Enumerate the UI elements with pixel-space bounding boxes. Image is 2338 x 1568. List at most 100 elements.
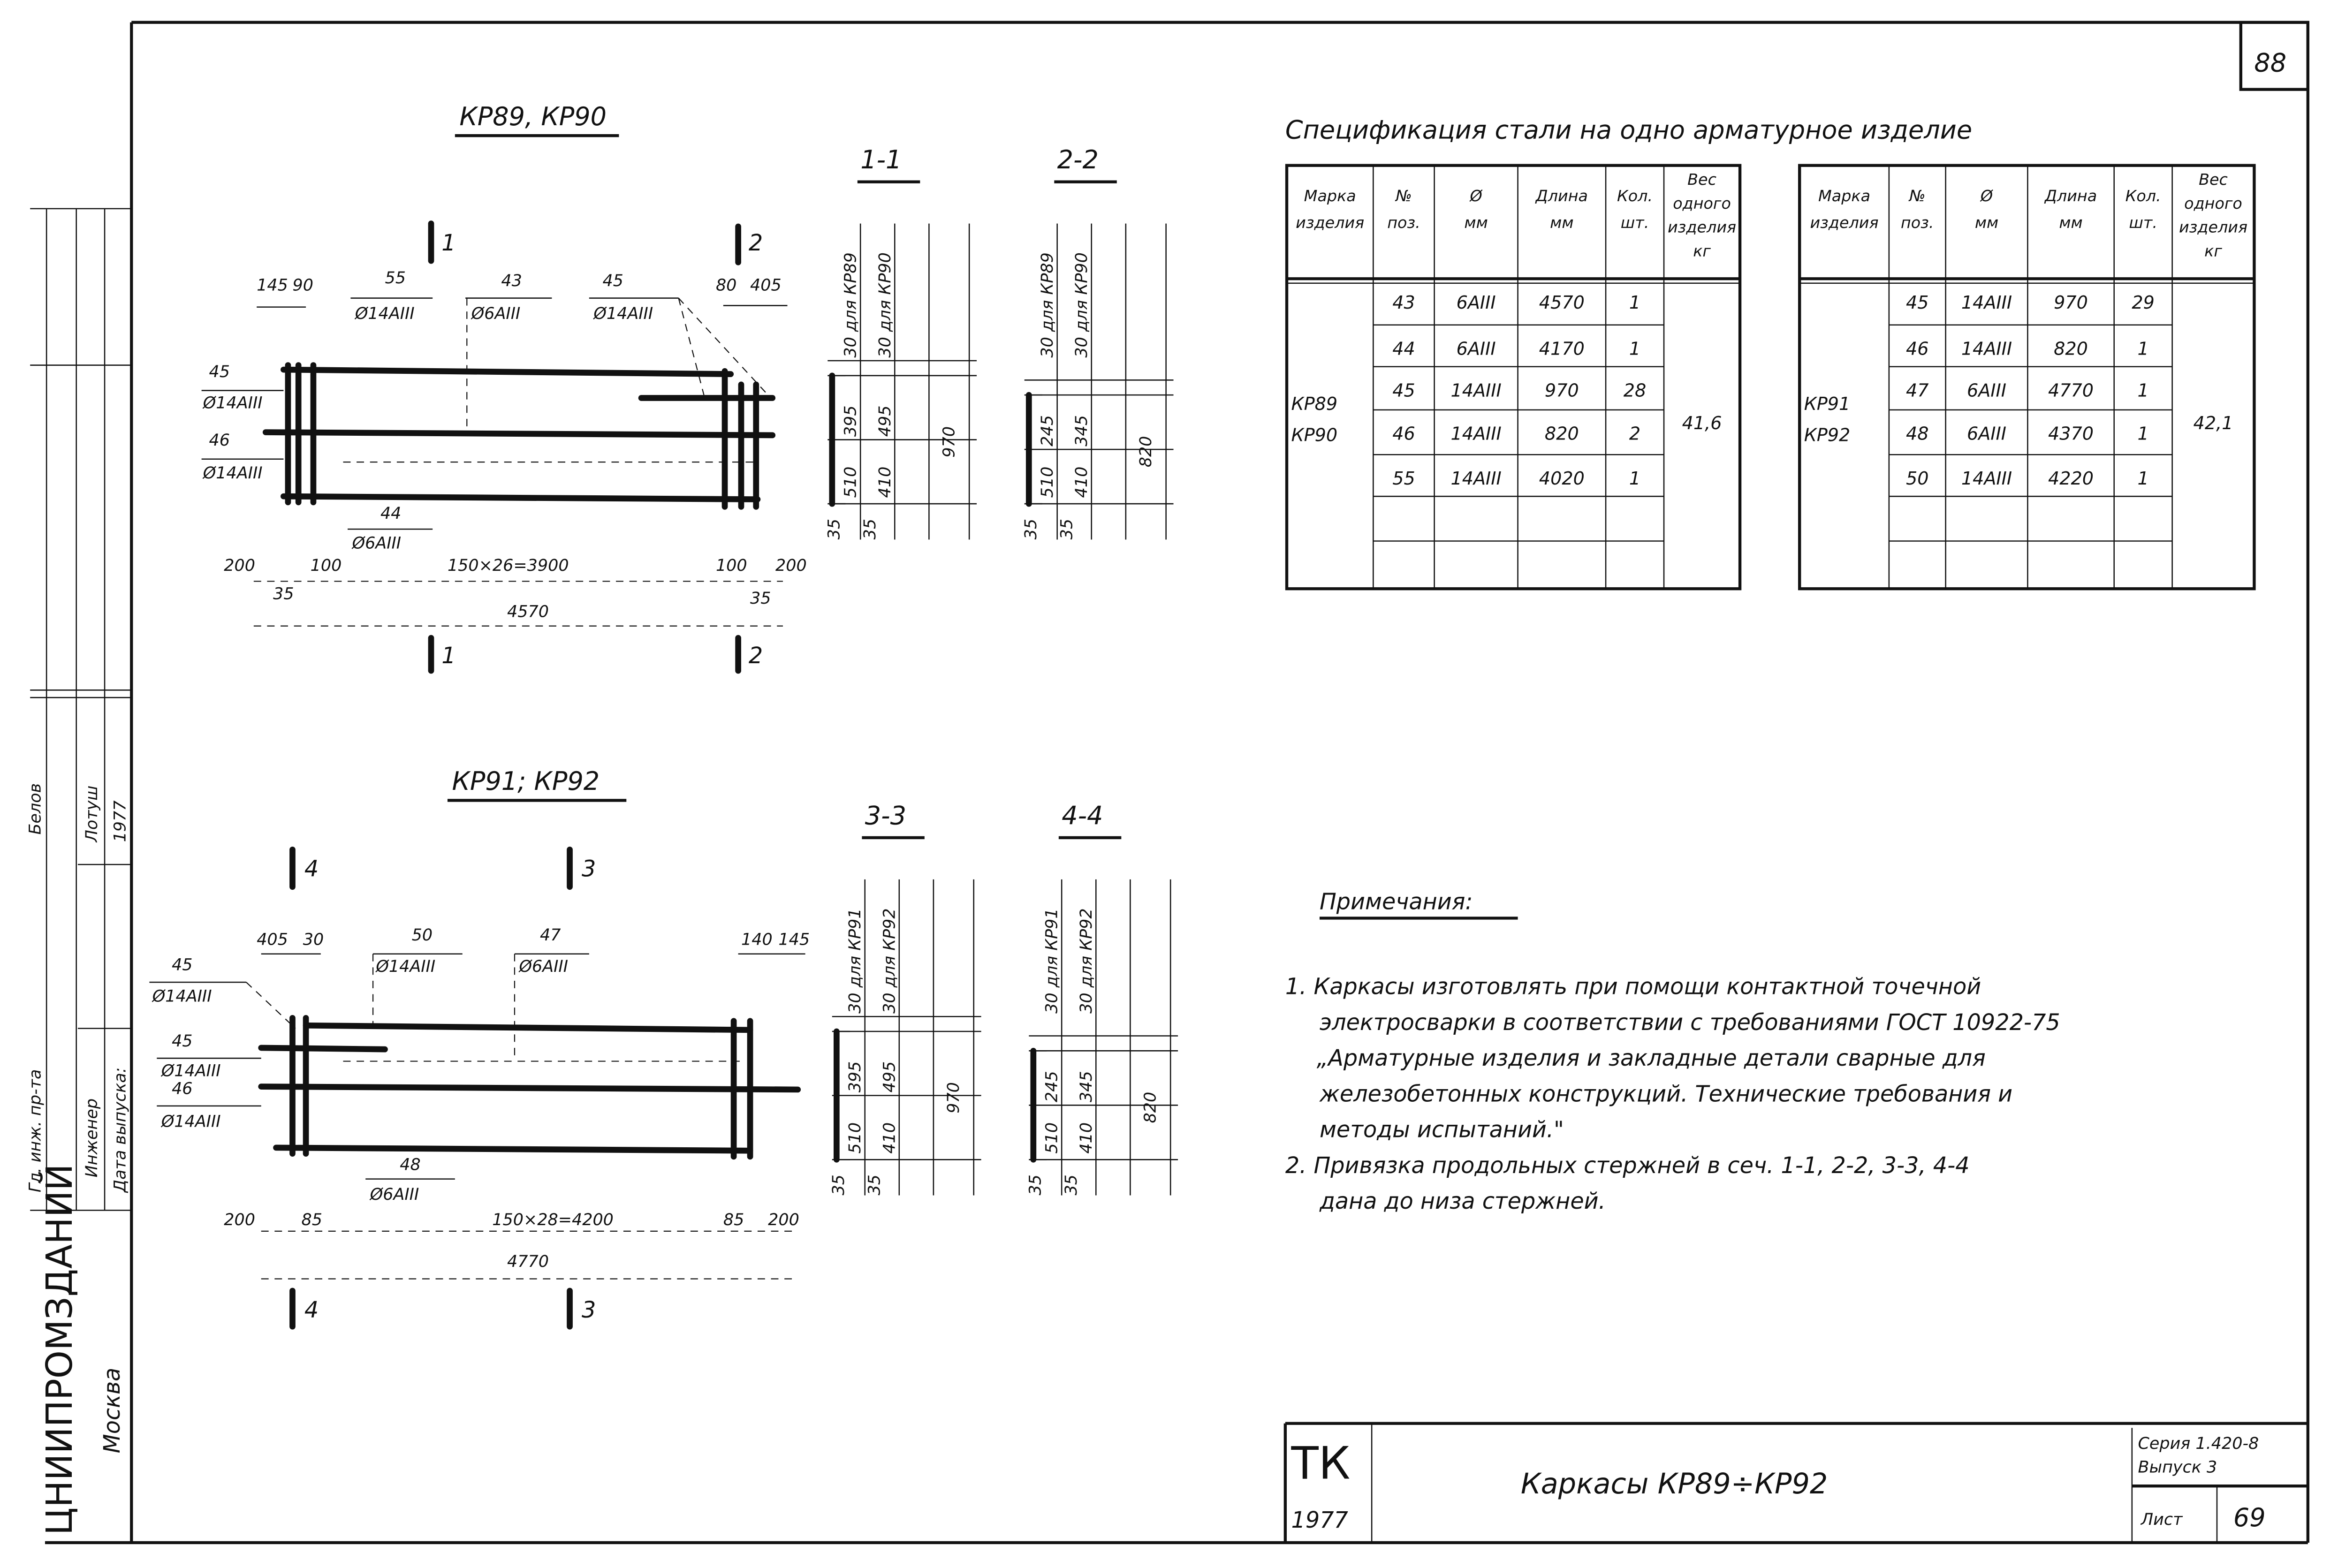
column-header: шт. bbox=[1621, 213, 1649, 232]
dimension-label: 35 bbox=[1057, 519, 1076, 539]
table-cell: 1 bbox=[1629, 292, 1640, 313]
column-header: изделия bbox=[1810, 213, 1878, 232]
dimension-label: 820 bbox=[1141, 1092, 1160, 1123]
table-cell: 45 bbox=[1392, 380, 1415, 401]
table-cell: 45 bbox=[1906, 292, 1929, 313]
table-cell: 4770 bbox=[2048, 380, 2094, 401]
dimension-label: 48 bbox=[400, 1156, 420, 1174]
table-cell: 29 bbox=[2132, 292, 2155, 313]
dimension-label: Ø6АIII bbox=[351, 534, 402, 553]
column-header: Кол. bbox=[2125, 187, 2161, 205]
column-header: Вес bbox=[2199, 170, 2228, 189]
column-header: мм bbox=[1550, 213, 1573, 232]
table-cell: 43 bbox=[1392, 292, 1415, 313]
note-line: электросварки в соответствии с требовани… bbox=[1320, 1010, 2060, 1036]
sheet-label: Лист bbox=[2140, 1510, 2183, 1529]
dimension-label: 395 bbox=[846, 1061, 865, 1093]
column-header: изделия bbox=[2179, 218, 2247, 236]
dimension-label: 4770 bbox=[507, 1252, 549, 1271]
table-cell: 14АIII bbox=[1450, 468, 1501, 489]
dimension-label: 145 bbox=[778, 931, 810, 949]
column-header: № bbox=[1908, 187, 1926, 205]
column-header: Ø bbox=[1980, 187, 1993, 205]
sheet-frame bbox=[45, 21, 2309, 1545]
column-header: одного bbox=[1673, 194, 1731, 212]
dimension-label: 100 bbox=[716, 556, 747, 575]
dimension-label: 35 bbox=[865, 1174, 884, 1195]
dimension-label: 30 для КР89 bbox=[842, 252, 860, 358]
table-cell: 14АIII bbox=[1961, 338, 2012, 359]
table-cell: 47 bbox=[1906, 380, 1929, 401]
role-chief-engineer: Гл. инж. пр-та bbox=[26, 1069, 45, 1193]
dimension-label: Ø14АIII bbox=[375, 957, 435, 976]
dimension-label: Ø6АIII bbox=[518, 957, 568, 976]
note-line: 2. Привязка продольных стержней в сеч. 1… bbox=[1285, 1153, 1970, 1179]
dimension-label: Ø14АIII bbox=[160, 1112, 221, 1131]
table-cell: 6АIII bbox=[1967, 423, 2006, 444]
frame-drawing-kr91-kr92: КР91; КР92 bbox=[149, 766, 810, 1330]
column-header: поз. bbox=[1901, 213, 1934, 232]
dimension-label: 970 bbox=[944, 1082, 963, 1114]
dimension-label: 35 bbox=[1026, 1174, 1045, 1195]
dimension-label: 45 bbox=[209, 363, 230, 381]
dimension-label: 245 bbox=[1038, 415, 1057, 447]
dimension-label: 395 bbox=[842, 405, 860, 437]
leaders-and-dimension-lines bbox=[149, 953, 805, 1280]
dimension-label: 43 bbox=[501, 272, 522, 290]
column-header: шт. bbox=[2129, 213, 2157, 232]
dimension-label: 410 bbox=[880, 1122, 899, 1154]
table-cell: 4020 bbox=[1539, 468, 1585, 489]
table-cell: 44 bbox=[1392, 338, 1415, 359]
dimension-label: 30 для КР91 bbox=[846, 908, 865, 1014]
dimension-label: Ø6АIII bbox=[471, 304, 521, 323]
dimension-label: 970 bbox=[940, 426, 958, 458]
table-cell: 46 bbox=[1392, 423, 1415, 444]
dimension-label: 345 bbox=[1077, 1071, 1096, 1102]
column-header: № bbox=[1395, 187, 1412, 205]
spec-table: Маркаизделия№поз.ØммДлинаммКол.шт.Весодн… bbox=[1798, 164, 2256, 591]
left-stamp-strip: Гл. инж. пр-та Белов Инженер Лотуш Дата … bbox=[26, 208, 132, 1535]
table-cell: 14АIII bbox=[1450, 423, 1501, 444]
dimension-label: Ø14АIII bbox=[202, 464, 263, 483]
table-cell: 14АIII bbox=[1961, 292, 2012, 313]
table-cell: 14АIII bbox=[1961, 468, 2012, 489]
dimension-label: 150×26=3900 bbox=[448, 556, 569, 575]
dimension-label: 30 для КР91 bbox=[1043, 908, 1062, 1014]
cut-mark-label: 1 bbox=[441, 230, 455, 256]
table-cell: 1 bbox=[2138, 380, 2149, 401]
section-cut-marks: 1 2 1 2 bbox=[428, 220, 763, 674]
column-header: изделия bbox=[1668, 218, 1736, 236]
dimension-label: 30 bbox=[303, 931, 324, 949]
organization-name: ЦНИИПРОМЗДАНИЙ bbox=[38, 1164, 80, 1535]
cut-mark-label: 3 bbox=[582, 1297, 596, 1323]
dimension-label: 85 bbox=[723, 1211, 744, 1229]
dimension-label: 495 bbox=[880, 1061, 899, 1093]
cut-mark-label: 2 bbox=[749, 230, 763, 256]
table-cell: 1 bbox=[1629, 338, 1640, 359]
table-cell: 55 bbox=[1392, 468, 1415, 489]
dimension-label: 410 bbox=[1072, 467, 1091, 498]
note-line: „Арматурные изделия и закладные детали с… bbox=[1317, 1045, 1986, 1071]
name-engineer: Лотуш bbox=[83, 786, 101, 843]
name-chief-engineer: Белов bbox=[26, 783, 45, 835]
dimension-label: 200 bbox=[775, 556, 807, 575]
notes: Примечания: 1. Каркасы изготовлять при п… bbox=[1285, 889, 2060, 1214]
table-cell: 820 bbox=[1545, 423, 1579, 444]
series: Серия 1.420-8 bbox=[2138, 1434, 2259, 1453]
dimension-label: 510 bbox=[846, 1122, 865, 1154]
table-cell: 6АIII bbox=[1967, 380, 2006, 401]
dimension-label: 4570 bbox=[507, 603, 549, 621]
drawing-title: КР89, КР90 bbox=[459, 102, 607, 131]
spec-title: Спецификация стали на одно арматурное из… bbox=[1285, 115, 1972, 145]
dimension-label: 820 bbox=[1137, 436, 1155, 468]
table-cell: 1 bbox=[2138, 423, 2149, 444]
column-header: поз. bbox=[1387, 213, 1420, 232]
